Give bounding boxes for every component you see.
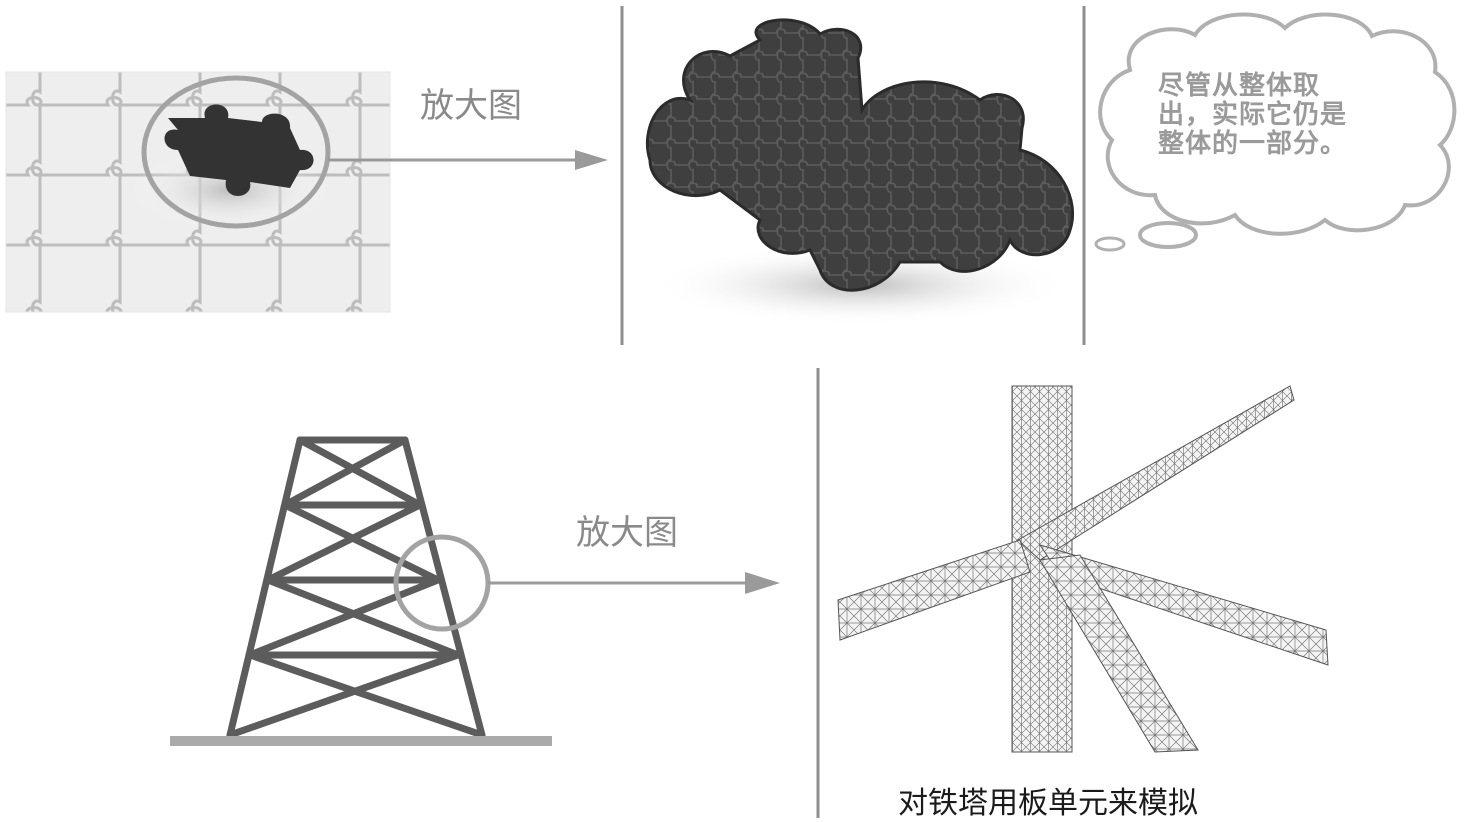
mesh-member-vertical <box>1011 385 1073 753</box>
bubble-dot-1 <box>1138 221 1198 249</box>
steel-tower <box>226 436 486 739</box>
bubble-dot-2 <box>1094 236 1126 252</box>
mesh-member-left <box>837 539 1031 641</box>
puzzle-piece-small <box>164 104 314 196</box>
puzzle-piece-large <box>645 18 1075 325</box>
puzzle-photo <box>5 71 391 313</box>
zoom-label-bottom: 放大图 <box>576 513 678 553</box>
mesh-caption: 对铁塔用板单元来模拟 <box>898 786 1198 821</box>
mesh-member-upper-diagonal <box>1017 385 1295 561</box>
thought-bubble <box>1094 12 1457 252</box>
zoom-arrow-top <box>328 150 608 170</box>
zoom-arrow-bottom <box>488 572 780 594</box>
highlight-circle <box>141 75 331 229</box>
mesh-member-lower-diagonal <box>1039 554 1199 753</box>
mesh-joint <box>837 385 1329 753</box>
zoom-label-top: 放大图 <box>420 86 522 126</box>
thought-bubble-text: 尽管从整体取出，实际它仍是整体的一部分。 <box>1158 71 1348 159</box>
ground-line <box>170 736 552 746</box>
